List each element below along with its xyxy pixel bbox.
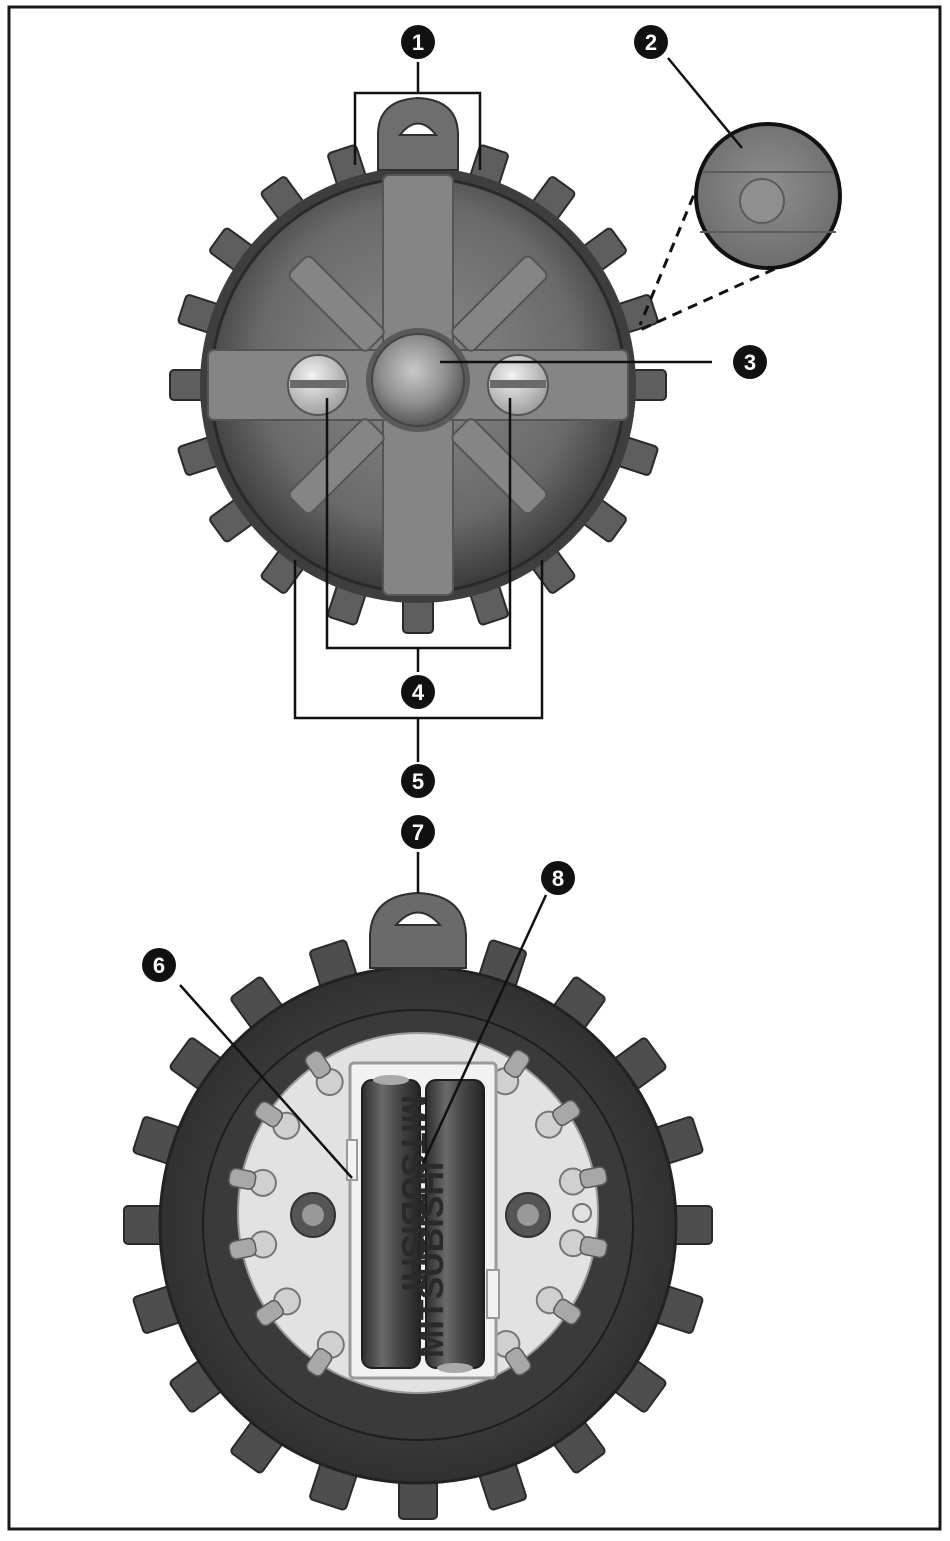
switch-button-detail: [740, 179, 784, 223]
callout-8: 8: [541, 861, 575, 895]
svg-text:5: 5: [412, 769, 424, 794]
hanging-loop-bottom: [370, 893, 466, 968]
housing-screw-right: [488, 355, 548, 415]
svg-text:8: 8: [552, 866, 564, 891]
svg-text:1: 1: [412, 30, 424, 55]
callout-5: 5: [401, 764, 435, 798]
callout-2: 2: [634, 25, 668, 59]
svg-text:7: 7: [412, 820, 424, 845]
callout-6: 6: [142, 948, 176, 982]
battery-brand-right: MITSUBISHI: [413, 1162, 451, 1358]
housing-screw-left: [288, 355, 348, 415]
svg-text:4: 4: [412, 680, 425, 705]
pcb-screw-right: [506, 1193, 550, 1237]
svg-text:2: 2: [645, 30, 657, 55]
pcb-screw-left: [291, 1193, 335, 1237]
callout-4: 4: [401, 675, 435, 709]
svg-text:3: 3: [744, 350, 756, 375]
svg-text:6: 6: [153, 953, 165, 978]
callout-1: 1: [401, 25, 435, 59]
callout-7: 7: [401, 815, 435, 849]
callout-3: 3: [733, 345, 767, 379]
center-magnet: [366, 328, 470, 432]
